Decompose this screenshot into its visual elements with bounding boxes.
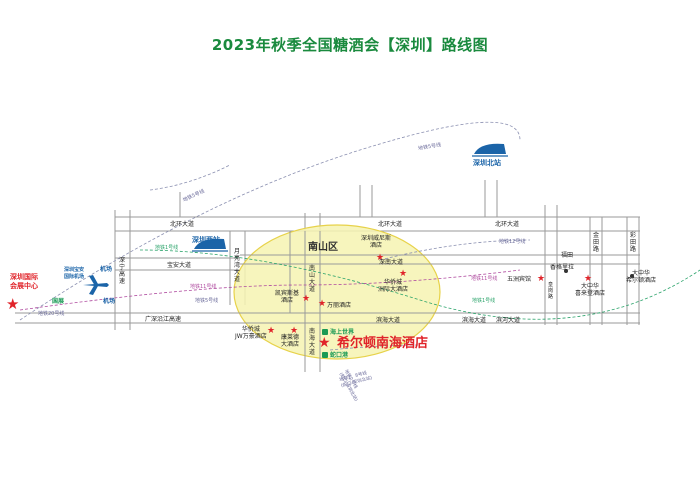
road-label: 滨海大道: [376, 317, 401, 324]
metro-label: 地铁5号线: [195, 298, 219, 304]
train-icon-north: [472, 143, 508, 157]
road-label: 南 海 大 道: [309, 328, 316, 356]
hotel-label: 大中华 喜来登酒店: [575, 283, 606, 297]
road-label: 北环大道: [378, 221, 403, 228]
metro-label: 地铁1号线: [472, 298, 496, 304]
road-label: 金 田 路: [593, 232, 600, 253]
airport-line-label: 机场: [100, 266, 113, 273]
metro-line-11: [19, 269, 521, 311]
expo-star: ★: [6, 295, 19, 313]
hotel-star: ★: [318, 299, 326, 309]
port-label: 蛇口港: [330, 352, 349, 359]
hotel-star: ★: [537, 274, 545, 284]
featured-hotel-label: 希尔顿南海酒店: [337, 336, 429, 351]
nanshan-district: [233, 224, 441, 360]
expo-center-label: 深圳国际 会展中心: [10, 273, 38, 290]
airport-line-label: 机场: [103, 298, 116, 305]
metro-lines: [19, 121, 700, 351]
star-markers: ★ ★ ★ ★ ★ ★ ★ ★ ★ ★: [6, 253, 592, 351]
metro-label: 地铁20号线: [38, 311, 65, 317]
metro-line-2: [329, 344, 421, 351]
shangrila-dot: [564, 269, 568, 273]
road-label: 广深沿江高速: [145, 316, 182, 323]
road-label: 福田: [561, 252, 574, 259]
station-north: 深圳北站: [473, 159, 501, 167]
road-label: 宝安大道: [167, 262, 192, 269]
road-label: 月 亮 湾 大 道: [234, 248, 241, 283]
featured-star: ★: [318, 335, 331, 351]
road-label: 滨河大道: [496, 317, 521, 324]
metro-label: 地铁11号线: [471, 276, 498, 282]
road-label: 深南大道: [379, 259, 404, 266]
road-label: 滨海大道: [462, 317, 487, 324]
road-label: 皇 岗 路: [548, 282, 554, 300]
metro-line-12: [379, 239, 531, 261]
metro-line-5b: [149, 164, 231, 191]
hotel-label: 华侨城 JW万豪酒店: [235, 326, 267, 340]
road-label: 北环大道: [170, 221, 195, 228]
hotel-star: ★: [399, 269, 407, 279]
road-label: 深 宁 高 速: [119, 257, 126, 285]
road-label: 彩 田 路: [630, 232, 637, 253]
page-title: 2023年秋季全国糖酒会【深圳】路线图: [211, 36, 489, 54]
station-west: 深圳西站: [192, 236, 220, 244]
metro-label: 地铁1号线: [155, 245, 179, 251]
metro-badge-icon: [322, 328, 328, 335]
hotel-label: 凯宾斯基 酒店: [275, 290, 300, 304]
train-icon-west: [192, 238, 228, 252]
hotel-star: ★: [376, 253, 384, 263]
metro-badge-icon: [322, 351, 328, 358]
hotel-label: 万丽酒店: [327, 302, 352, 309]
hotel-star: ★: [584, 274, 592, 284]
airport-icon: [83, 275, 109, 295]
road-label: 北环大道: [495, 221, 520, 228]
hotel-label: 康莱德 大酒店: [281, 334, 300, 348]
port-badge: 海上世界: [322, 327, 354, 336]
expo-line-label: 国展: [52, 298, 65, 305]
hilton-dot: [630, 274, 634, 278]
hotel-label: 五洲宾馆: [507, 276, 532, 283]
hotel-star: ★: [267, 326, 275, 336]
district-label: 南山区: [308, 242, 338, 253]
hotel-label: 华侨城 洲际大酒店: [378, 279, 409, 293]
metro-label: 地铁12号线: [499, 239, 526, 245]
hotel-label: 香格里拉: [550, 264, 575, 271]
hotel-label: 深圳威尼斯 酒店: [361, 235, 392, 249]
metro-line-1: [139, 249, 700, 320]
road-label: 南 山 大 道: [309, 265, 316, 293]
hotel-label: 大中华 希尔顿酒店: [626, 270, 657, 284]
metro-label: 地铁11号线: [190, 284, 217, 290]
port-badge: 蛇口港: [322, 350, 348, 359]
hotel-star: ★: [302, 294, 310, 304]
port-label: 海上世界: [330, 329, 355, 336]
station-airport: 深圳宝安 国际机场: [64, 267, 85, 280]
metro-line-5: [19, 121, 521, 321]
hotel-star: ★: [290, 326, 298, 336]
